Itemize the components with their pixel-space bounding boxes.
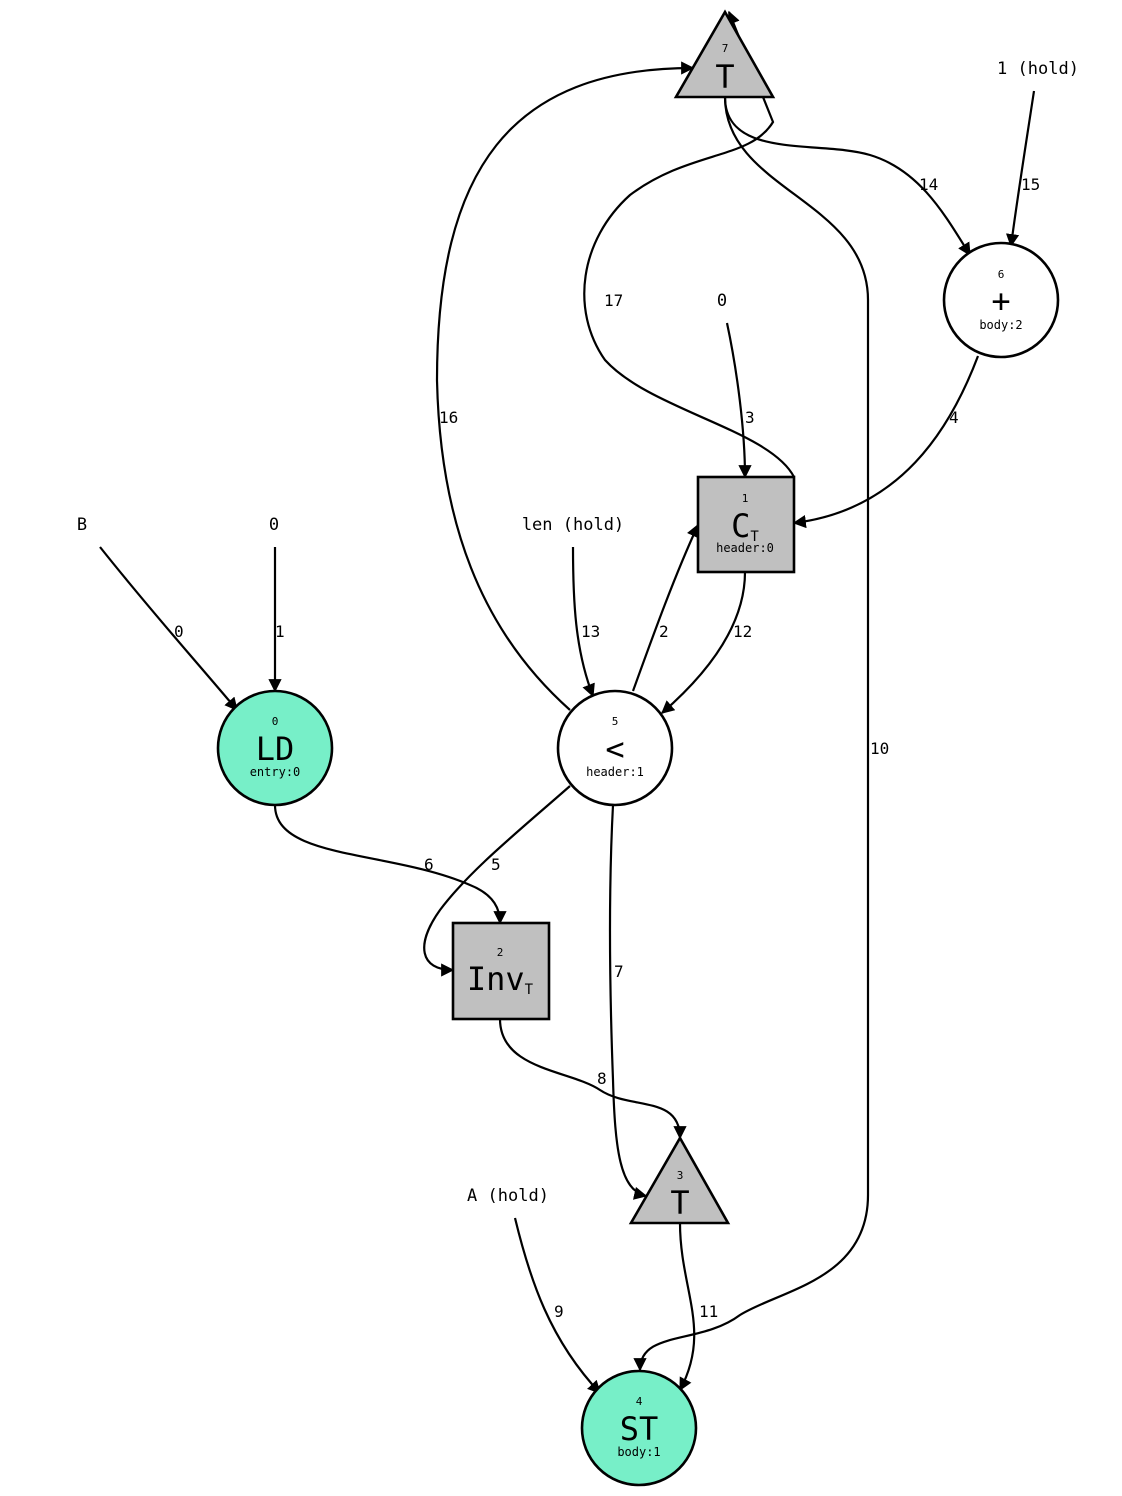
nodes: 0 LD entry:0 1 CT header:0 2 InvT 3 T 4 …	[216, 9, 1060, 1487]
node-0-tag: entry:0	[250, 765, 301, 779]
node-0-id: 0	[272, 715, 279, 728]
node-3-op: T	[670, 1184, 689, 1222]
edge-11[interactable]	[678, 1222, 696, 1392]
source-labels: B 0 len (hold) 0 1 (hold) A (hold)	[77, 59, 1079, 1206]
node-3-shape	[628, 1135, 731, 1225]
edge-3[interactable]	[725, 322, 752, 479]
edge-label-3: 3	[745, 408, 755, 427]
edge-label-5: 5	[491, 855, 501, 874]
node-6-op: +	[991, 282, 1010, 320]
edge-14[interactable]	[723, 96, 971, 257]
edge-10[interactable]	[633, 96, 870, 1372]
node-7-t[interactable]: 7 T	[673, 9, 776, 99]
node-2-op: InvT	[467, 960, 534, 998]
edge-0[interactable]	[99, 546, 238, 712]
edge-label-16: 16	[439, 408, 458, 427]
node-1-c[interactable]: 1 CT header:0	[696, 475, 796, 574]
edge-9[interactable]	[513, 1217, 601, 1394]
node-6-shape	[942, 241, 1060, 359]
edge-label-2: 2	[659, 622, 669, 641]
edge-label-17: 17	[604, 291, 623, 310]
node-6-plus[interactable]: 6 + body:2	[942, 241, 1060, 359]
node-1-shape	[696, 475, 796, 574]
source-zero-top: 0	[717, 291, 727, 311]
node-4-tag: body:1	[617, 1445, 660, 1459]
edge-label-14: 14	[919, 175, 938, 194]
edge-label-12: 12	[733, 622, 752, 641]
edge-label-13: 13	[581, 622, 600, 641]
node-5-shape	[556, 689, 674, 807]
edge-label-8: 8	[597, 1069, 607, 1088]
source-zero-left: 0	[269, 515, 279, 535]
edge-17[interactable]	[583, 10, 795, 478]
edge-label-0: 0	[174, 622, 184, 641]
node-1-op: CT	[731, 507, 759, 545]
edge-label-4: 4	[949, 408, 959, 427]
node-2-shape	[451, 921, 551, 1021]
node-1-op-main: C	[731, 507, 750, 545]
edge-label-9: 9	[554, 1302, 564, 1321]
node-7-shape	[673, 9, 776, 99]
edge-label-7: 7	[614, 962, 624, 981]
edge-5[interactable]	[423, 785, 571, 977]
edge-12[interactable]	[661, 571, 747, 714]
node-1-tag: header:0	[716, 541, 774, 555]
node-6-id: 6	[998, 268, 1005, 281]
node-0-op: LD	[256, 730, 295, 768]
edge-2[interactable]	[631, 523, 700, 692]
edge-label-11: 11	[699, 1302, 718, 1321]
node-5-tag: header:1	[586, 765, 644, 779]
node-6-tag: body:2	[979, 318, 1022, 332]
node-4-op: ST	[620, 1410, 659, 1448]
edge-label-15: 15	[1021, 175, 1040, 194]
node-2-inv[interactable]: 2 InvT	[451, 921, 551, 1021]
edge-16[interactable]	[435, 61, 695, 711]
source-one-hold: 1 (hold)	[997, 59, 1079, 79]
node-0-shape	[216, 689, 334, 807]
edge-13[interactable]	[571, 546, 595, 698]
node-3-id: 3	[677, 1169, 684, 1182]
node-5-op: <	[605, 730, 624, 768]
node-0-ld[interactable]: 0 LD entry:0	[216, 689, 334, 807]
source-a-hold: A (hold)	[467, 1186, 549, 1206]
edge-7[interactable]	[608, 804, 648, 1200]
node-5-lt[interactable]: 5 < header:1	[556, 689, 674, 807]
node-2-op-main: Inv	[467, 960, 525, 998]
edge-label-1: 1	[275, 622, 285, 641]
edge-15[interactable]	[1005, 90, 1036, 248]
node-7-op: T	[715, 58, 734, 96]
node-7-id: 7	[722, 42, 729, 55]
node-2-id: 2	[497, 946, 504, 959]
node-4-st[interactable]: 4 ST body:1	[580, 1369, 698, 1487]
node-4-shape	[580, 1369, 698, 1487]
edge-8[interactable]	[498, 1018, 687, 1140]
node-3-t[interactable]: 3 T	[628, 1135, 731, 1225]
edge-6[interactable]	[273, 804, 507, 925]
node-5-id: 5	[612, 715, 619, 728]
node-1-id: 1	[742, 492, 749, 505]
node-2-op-sub: T	[525, 982, 534, 998]
source-len-hold: len (hold)	[522, 515, 624, 535]
source-b: B	[77, 515, 87, 535]
edge-4[interactable]	[792, 355, 980, 529]
edges: 0 1 2 3 4 5 6 7 8 9 10 11	[99, 10, 1040, 1394]
edge-label-10: 10	[870, 739, 889, 758]
edge-label-6: 6	[424, 855, 434, 874]
node-4-id: 4	[636, 1395, 643, 1408]
node-1-op-sub: T	[750, 529, 759, 545]
